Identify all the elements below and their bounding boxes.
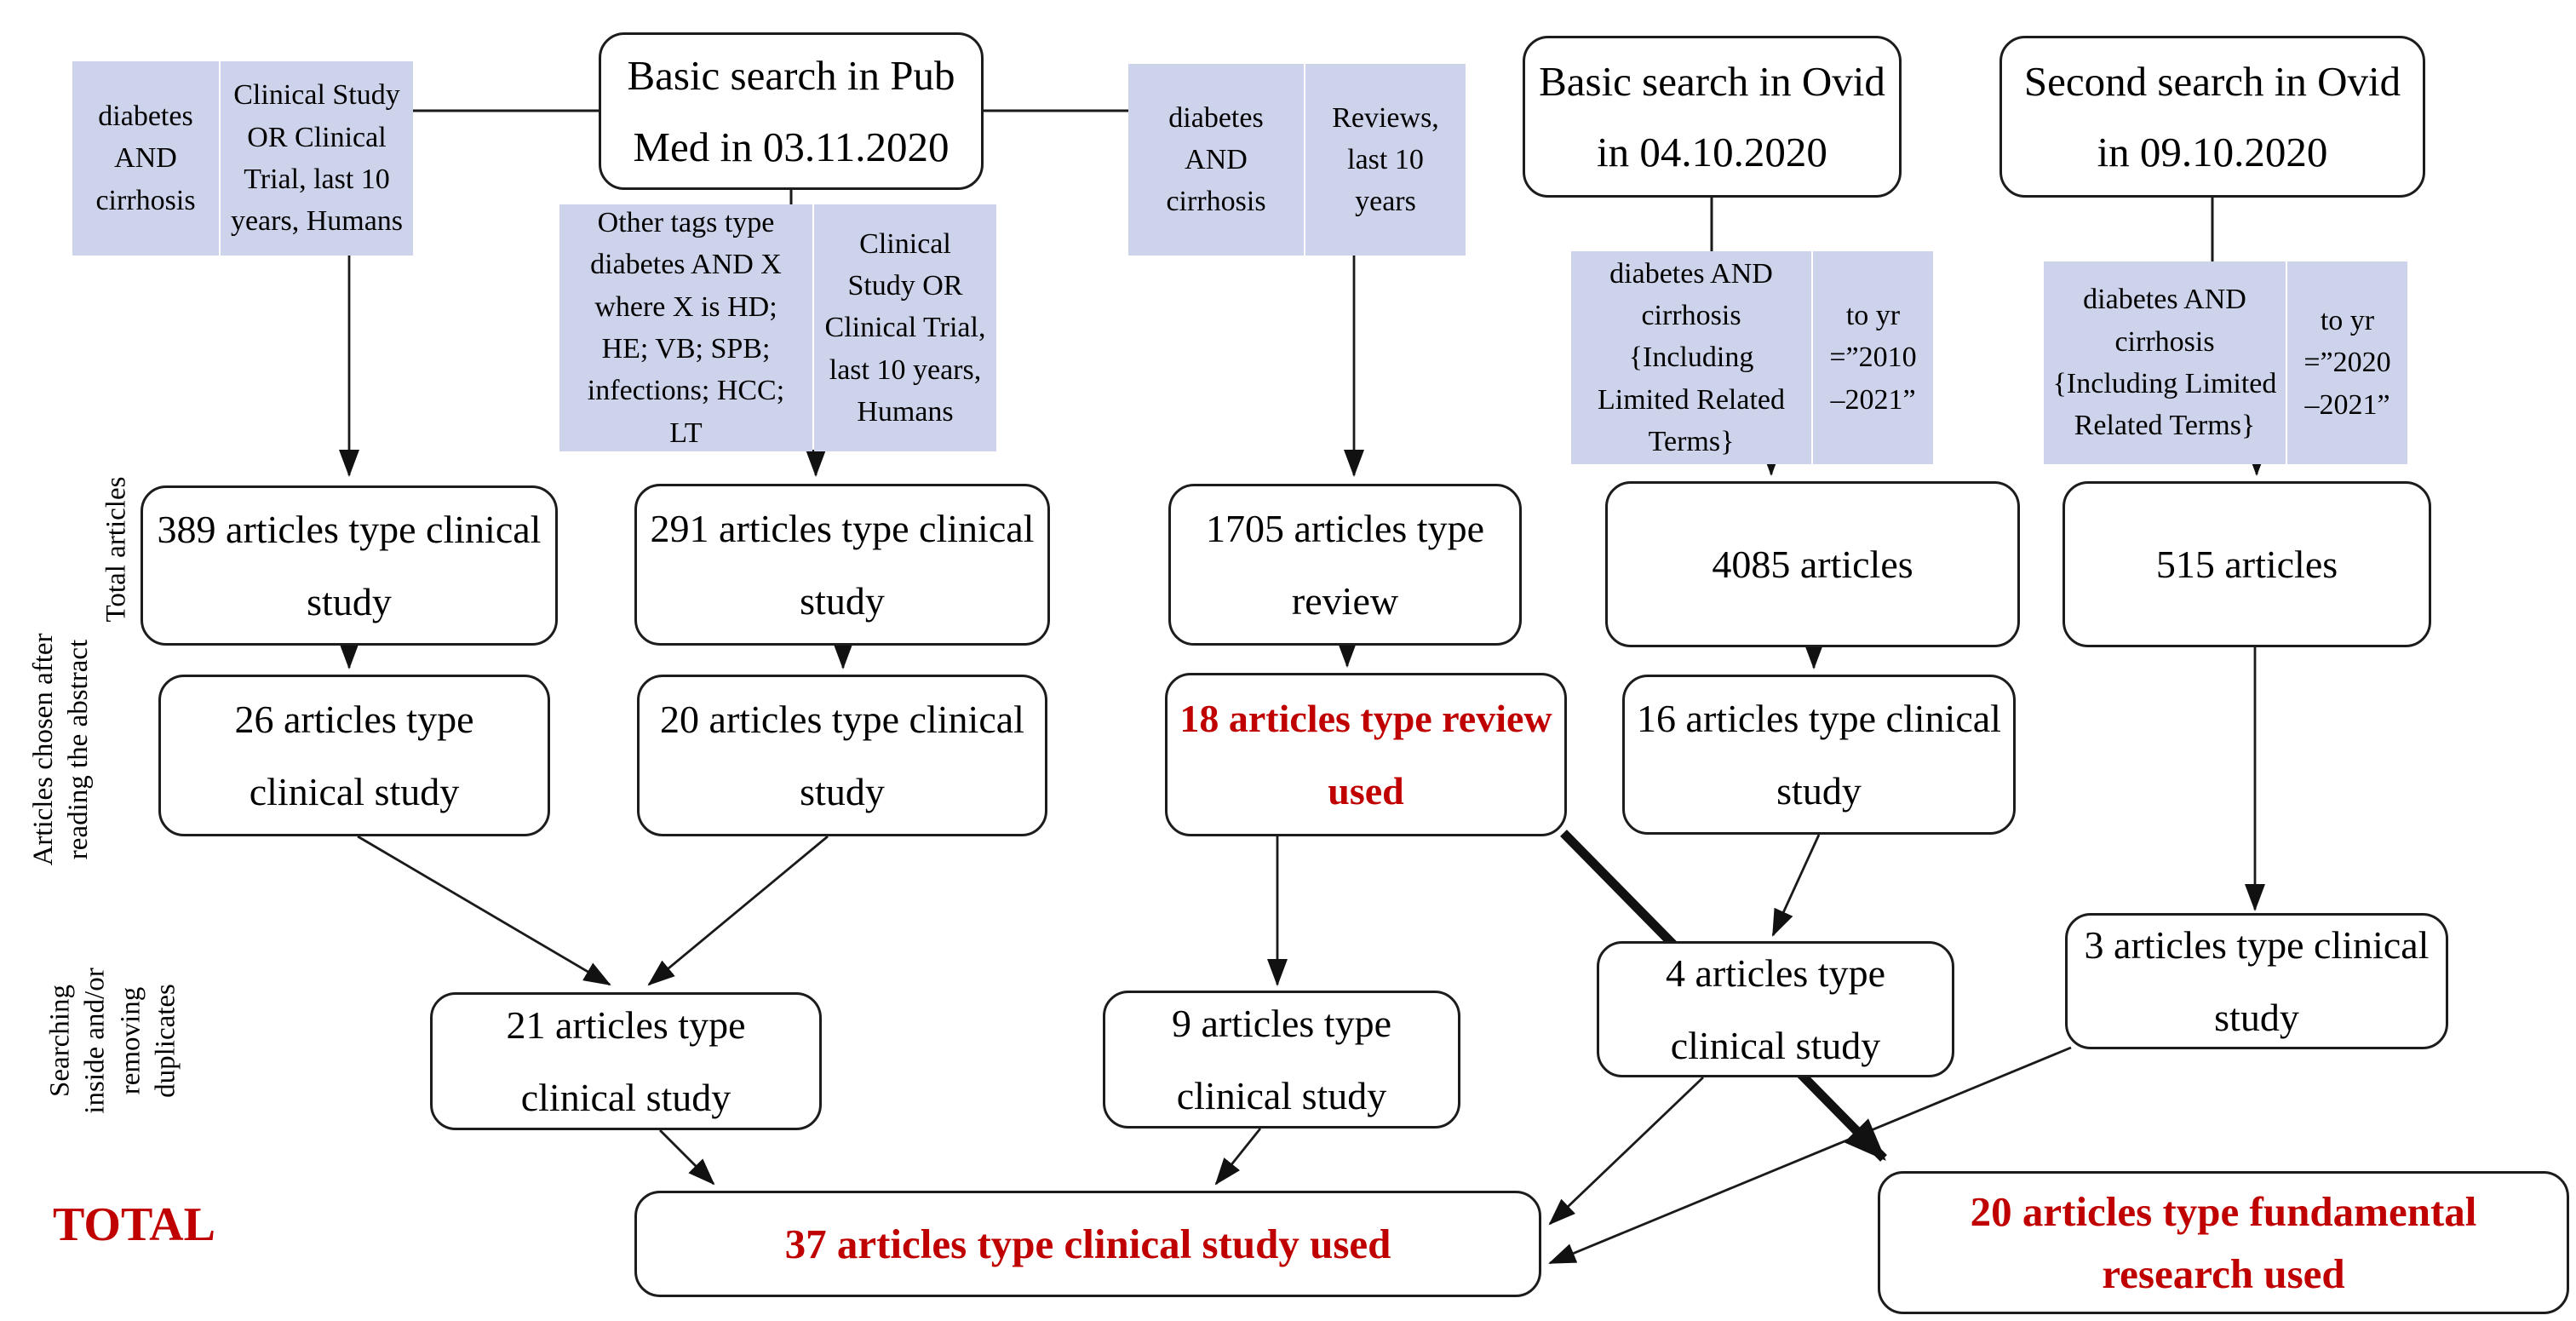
box-20-articles: 20 articles type clinical study [637, 675, 1047, 836]
param-ovid1-years: to yr =”2010 –2021” [1813, 251, 1933, 464]
box-search-ovid1: Basic search in Ovid in 04.10.2020 [1523, 36, 1902, 198]
box-515-articles: 515 articles [2063, 481, 2431, 647]
box-18-reviews-used: 18 articles type review used [1165, 673, 1567, 836]
box-389-articles: 389 articles type clinical study [141, 485, 558, 646]
arrow-16-to-4 [1771, 834, 1821, 937]
box-search-pubmed: Basic search in Pub Med in 03.11.2020 [599, 32, 984, 190]
arrow-4-to-37 [1548, 1076, 1704, 1226]
param-pubmed-other-filters: Clinical Study OR Clinical Trial, last 1… [814, 204, 996, 451]
side-label-dedup: Searching inside and/or removing duplica… [44, 968, 181, 1114]
arrow-21-to-37 [659, 1129, 715, 1186]
box-21-articles: 21 articles type clinical study [430, 992, 822, 1130]
box-16-articles: 16 articles type clinical study [1622, 675, 2016, 835]
param-ovid2-years: to yr =”2020 –2021” [2287, 261, 2407, 464]
param-pubmed-filters: Clinical Study OR Clinical Trial, last 1… [221, 61, 413, 256]
param-pubmed-other-tags: Other tags type diabetes AND X where X i… [559, 204, 812, 451]
side-label-chosen-after-abstract: Articles chosen after reading the abstra… [27, 633, 94, 866]
box-291-articles: 291 articles type clinical study [634, 484, 1050, 646]
side-label-total-articles: Total articles [100, 476, 132, 623]
box-1705-articles: 1705 articles type review [1168, 484, 1522, 646]
arrow-20-to-21 [647, 835, 829, 986]
param-ovid1-terms: diabetes AND cirrhosis {Including Limite… [1571, 251, 1811, 464]
total-label: TOTAL [53, 1198, 215, 1251]
box-total-clinical-used: 37 articles type clinical study used [634, 1191, 1541, 1297]
arrow-26-to-21 [357, 835, 611, 986]
param-review-filters: Reviews, last 10 years [1305, 64, 1466, 256]
param-ovid2-terms: diabetes AND cirrhosis {Including Limite… [2044, 261, 2286, 464]
param-pubmed-terms: diabetes AND cirrhosis [72, 61, 219, 256]
box-3-articles: 3 articles type clinical study [2065, 913, 2448, 1049]
box-9-articles: 9 articles type clinical study [1103, 991, 1460, 1129]
box-4-articles: 4 articles type clinical study [1597, 941, 1954, 1077]
box-4085-articles: 4085 articles [1605, 481, 2020, 647]
param-review-terms: diabetes AND cirrhosis [1128, 64, 1304, 256]
arrow-3-to-37 [1548, 1046, 2072, 1265]
box-26-articles: 26 articles type clinical study [158, 675, 550, 836]
box-search-ovid2: Second search in Ovid in 09.10.2020 [1999, 36, 2425, 198]
box-total-fundamental-used: 20 articles type fundamental research us… [1878, 1171, 2569, 1314]
arrow-9-to-37 [1214, 1128, 1262, 1186]
